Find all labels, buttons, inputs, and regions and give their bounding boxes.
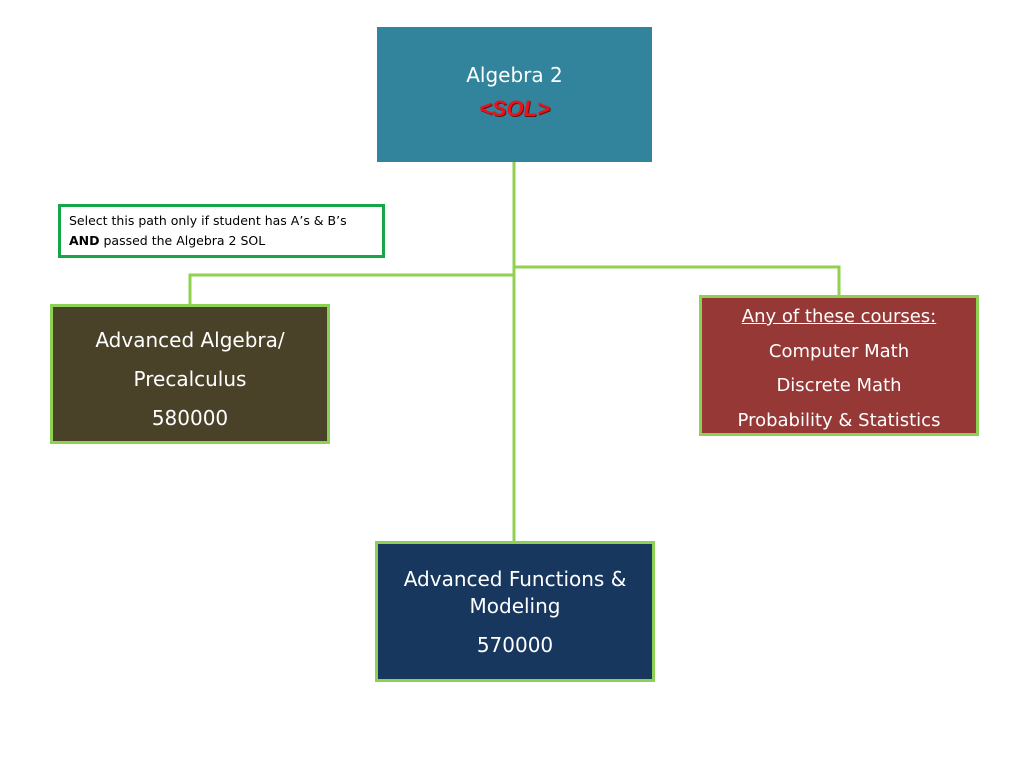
course-computer-math: Computer Math <box>768 340 910 362</box>
elective-courses-box: Any of these courses: Computer Math Disc… <box>699 295 979 436</box>
advanced-functions-code: 570000 <box>476 633 554 657</box>
algebra-2-title: Algebra 2 <box>466 63 563 87</box>
advanced-algebra-box: Advanced Algebra/ Precalculus 580000 <box>50 304 330 444</box>
path-note: Select this path only if student has A’s… <box>58 204 385 258</box>
course-probability-statistics: Probability & Statistics <box>737 409 941 431</box>
advanced-functions-box: Advanced Functions & Modeling 570000 <box>375 541 655 682</box>
note-text-part2: passed the Algebra 2 SOL <box>99 233 266 248</box>
advanced-algebra-line2: Precalculus <box>133 367 247 391</box>
right-branch-connector <box>514 265 841 295</box>
course-discrete-math: Discrete Math <box>776 375 902 396</box>
advanced-functions-line1: Advanced Functions & <box>403 567 627 591</box>
note-text-part1: Select this path only if student has A’s… <box>69 213 347 228</box>
algebra-2-box: Algebra 2 <SOL> <box>377 27 652 162</box>
advanced-functions-line2: Modeling <box>469 594 561 618</box>
left-branch-connector <box>188 273 514 304</box>
elective-courses-heading: Any of these courses: <box>741 306 937 327</box>
sol-badge: <SOL> <box>479 96 550 121</box>
note-emphasis: AND <box>69 233 100 248</box>
advanced-algebra-code: 580000 <box>151 406 229 430</box>
advanced-algebra-line1: Advanced Algebra/ <box>95 328 285 352</box>
